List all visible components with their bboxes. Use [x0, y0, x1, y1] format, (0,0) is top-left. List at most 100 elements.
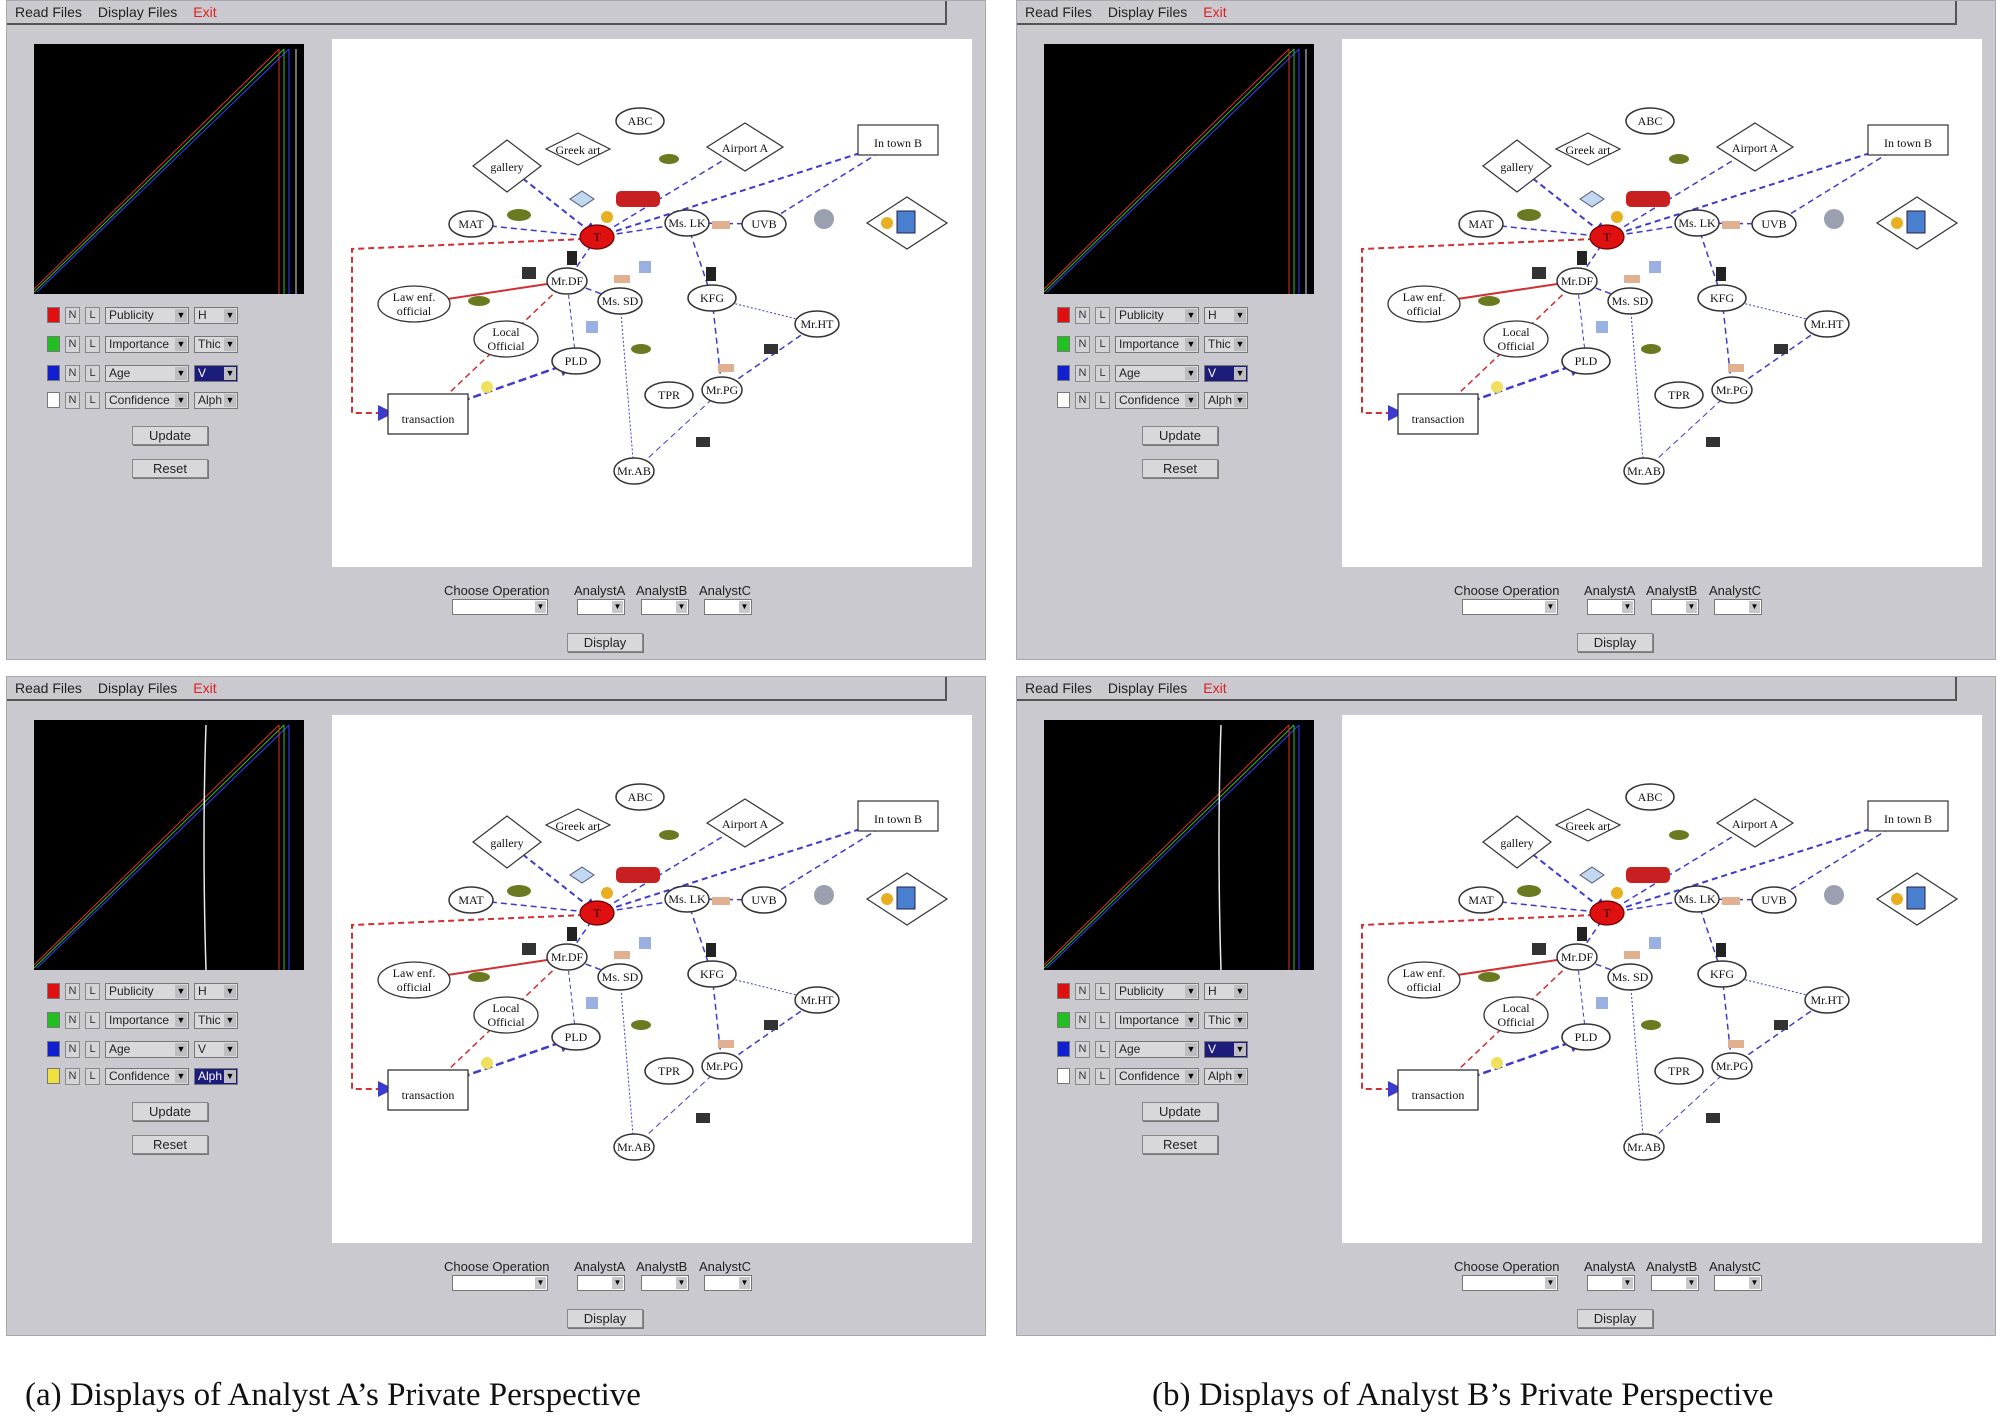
analyst-b-select[interactable]: ▼ — [641, 1275, 689, 1291]
mapping-select[interactable]: Alph▼ — [1204, 1067, 1248, 1085]
operation-select[interactable]: ▼ — [1462, 599, 1558, 615]
attribute-select[interactable]: Importance▼ — [1115, 335, 1199, 353]
color-swatch-white[interactable] — [1057, 1068, 1070, 1084]
mapping-select[interactable]: V▼ — [194, 364, 238, 382]
attribute-select[interactable]: Age▼ — [1115, 364, 1199, 382]
l-button[interactable]: L — [1095, 335, 1110, 353]
mapping-select[interactable]: H▼ — [194, 306, 238, 324]
display-button[interactable]: Display — [567, 1309, 643, 1328]
display-button[interactable]: Display — [1577, 1309, 1653, 1328]
display-files-menu[interactable]: Display Files — [1107, 680, 1188, 696]
analyst-a-select[interactable]: ▼ — [1587, 1275, 1635, 1291]
analyst-c-select[interactable]: ▼ — [1714, 599, 1762, 615]
l-button[interactable]: L — [85, 982, 100, 1000]
n-button[interactable]: N — [1075, 391, 1090, 409]
mapping-select[interactable]: Thic▼ — [194, 335, 238, 353]
exit-menu[interactable]: Exit — [193, 4, 217, 20]
display-files-menu[interactable]: Display Files — [1107, 4, 1188, 20]
n-button[interactable]: N — [1075, 982, 1090, 1000]
n-button[interactable]: N — [1075, 1067, 1090, 1085]
mapping-select[interactable]: H▼ — [1204, 982, 1248, 1000]
l-button[interactable]: L — [85, 306, 100, 324]
color-swatch-red[interactable] — [1057, 307, 1070, 323]
exit-menu[interactable]: Exit — [1203, 4, 1227, 20]
n-button[interactable]: N — [1075, 306, 1090, 324]
mapping-select[interactable]: Alph▼ — [1204, 391, 1248, 409]
color-swatch-green[interactable] — [47, 1012, 60, 1028]
read-files-menu[interactable]: Read Files — [1025, 4, 1092, 20]
n-button[interactable]: N — [65, 1040, 80, 1058]
attribute-select[interactable]: Age▼ — [105, 1040, 189, 1058]
display-files-menu[interactable]: Display Files — [97, 4, 178, 20]
reset-button[interactable]: Reset — [1142, 459, 1218, 478]
exit-menu[interactable]: Exit — [1203, 680, 1227, 696]
l-button[interactable]: L — [85, 391, 100, 409]
n-button[interactable]: N — [1075, 1011, 1090, 1029]
l-button[interactable]: L — [1095, 1067, 1110, 1085]
l-button[interactable]: L — [1095, 391, 1110, 409]
color-swatch-green[interactable] — [1057, 336, 1070, 352]
l-button[interactable]: L — [1095, 1011, 1110, 1029]
overview-canvas[interactable] — [1044, 44, 1314, 294]
mapping-select[interactable]: Alph▼ — [194, 391, 238, 409]
read-files-menu[interactable]: Read Files — [15, 4, 82, 20]
mapping-select[interactable]: V▼ — [194, 1040, 238, 1058]
analyst-c-select[interactable]: ▼ — [704, 1275, 752, 1291]
attribute-select[interactable]: Confidence▼ — [105, 1067, 189, 1085]
color-swatch-blue[interactable] — [47, 365, 60, 381]
mapping-select[interactable]: V▼ — [1204, 1040, 1248, 1058]
l-button[interactable]: L — [85, 364, 100, 382]
attribute-select[interactable]: Confidence▼ — [1115, 391, 1199, 409]
operation-select[interactable]: ▼ — [452, 599, 548, 615]
display-files-menu[interactable]: Display Files — [97, 680, 178, 696]
update-button[interactable]: Update — [132, 1102, 208, 1121]
l-button[interactable]: L — [85, 335, 100, 353]
n-button[interactable]: N — [65, 364, 80, 382]
l-button[interactable]: L — [1095, 306, 1110, 324]
n-button[interactable]: N — [65, 982, 80, 1000]
attribute-select[interactable]: Confidence▼ — [105, 391, 189, 409]
overview-canvas[interactable] — [34, 44, 304, 294]
mapping-select[interactable]: Alph▼ — [194, 1067, 238, 1085]
color-swatch-white[interactable] — [47, 392, 60, 408]
color-swatch-blue[interactable] — [47, 1041, 60, 1057]
analyst-a-select[interactable]: ▼ — [1587, 599, 1635, 615]
color-swatch-green[interactable] — [47, 336, 60, 352]
n-button[interactable]: N — [65, 306, 80, 324]
mapping-select[interactable]: H▼ — [194, 982, 238, 1000]
n-button[interactable]: N — [1075, 335, 1090, 353]
reset-button[interactable]: Reset — [132, 1135, 208, 1154]
l-button[interactable]: L — [85, 1011, 100, 1029]
attribute-select[interactable]: Publicity▼ — [1115, 982, 1199, 1000]
l-button[interactable]: L — [85, 1067, 100, 1085]
color-swatch-red[interactable] — [1057, 983, 1070, 999]
n-button[interactable]: N — [1075, 364, 1090, 382]
analyst-b-select[interactable]: ▼ — [1651, 599, 1699, 615]
analyst-a-select[interactable]: ▼ — [577, 1275, 625, 1291]
n-button[interactable]: N — [65, 391, 80, 409]
color-swatch-blue[interactable] — [1057, 365, 1070, 381]
display-button[interactable]: Display — [1577, 633, 1653, 652]
l-button[interactable]: L — [1095, 982, 1110, 1000]
mapping-select[interactable]: Thic▼ — [194, 1011, 238, 1029]
update-button[interactable]: Update — [132, 426, 208, 445]
overview-canvas[interactable] — [1044, 720, 1314, 970]
read-files-menu[interactable]: Read Files — [15, 680, 82, 696]
n-button[interactable]: N — [65, 1011, 80, 1029]
mapping-select[interactable]: Thic▼ — [1204, 1011, 1248, 1029]
color-swatch-red[interactable] — [47, 983, 60, 999]
operation-select[interactable]: ▼ — [452, 1275, 548, 1291]
attribute-select[interactable]: Confidence▼ — [1115, 1067, 1199, 1085]
l-button[interactable]: L — [85, 1040, 100, 1058]
reset-button[interactable]: Reset — [1142, 1135, 1218, 1154]
n-button[interactable]: N — [65, 335, 80, 353]
operation-select[interactable]: ▼ — [1462, 1275, 1558, 1291]
attribute-select[interactable]: Publicity▼ — [1115, 306, 1199, 324]
n-button[interactable]: N — [1075, 1040, 1090, 1058]
analyst-c-select[interactable]: ▼ — [704, 599, 752, 615]
reset-button[interactable]: Reset — [132, 459, 208, 478]
read-files-menu[interactable]: Read Files — [1025, 680, 1092, 696]
